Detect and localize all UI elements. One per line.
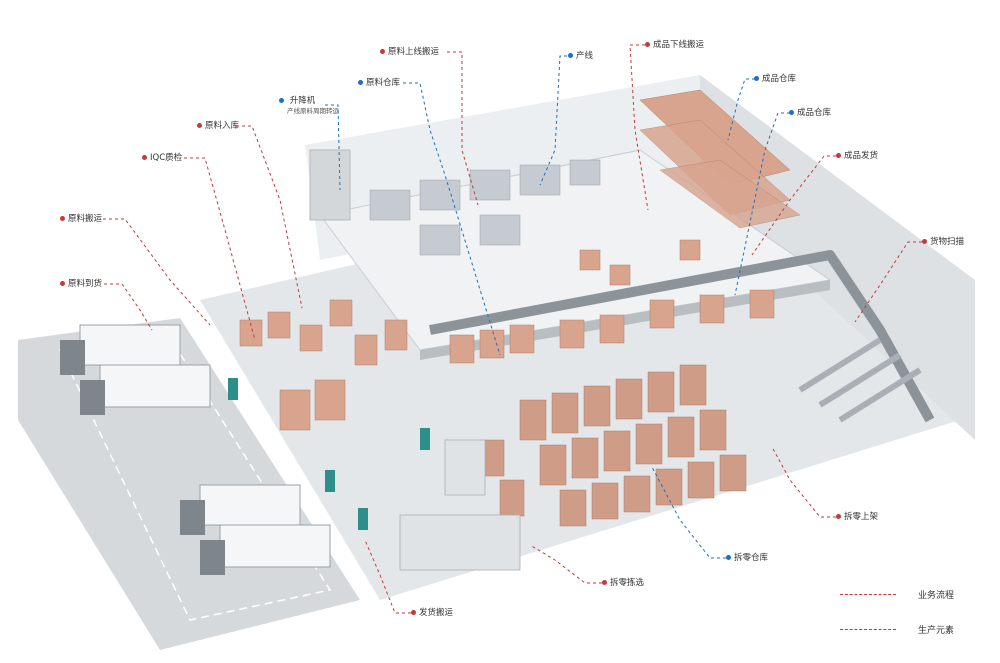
production-line-machines: [369, 159, 601, 256]
leader-line: [539, 55, 573, 186]
label-fg-ship-text: 成品发货: [844, 151, 879, 161]
label-raw-arrive: 原料到货: [60, 279, 102, 289]
legend-business-flow: 业务流程: [840, 588, 990, 601]
label-scan: 货物扫描: [922, 237, 964, 247]
label-raw-store: 原料仓库: [358, 78, 400, 88]
legend-business-flow-line: [840, 594, 896, 595]
leader-part-shelf: [771, 446, 836, 518]
leader-fg-ship: [751, 155, 836, 256]
label-ship-move: 发货搬运: [411, 608, 453, 618]
legend-production-element-text: 生产元素: [918, 626, 955, 636]
leader-scan: [854, 241, 922, 323]
label-fg-downline-text: 成品下线搬运: [653, 40, 705, 50]
leader-raw-upline: [447, 51, 479, 206]
label-part-pick-text: 拆零拣选: [610, 578, 645, 588]
label-scan-text: 货物扫描: [930, 237, 965, 247]
label-line-text: 产线: [576, 51, 594, 61]
leader-raw-arrive: [104, 283, 153, 331]
label-raw-arrive-text: 原料到货: [68, 279, 103, 289]
label-raw-in-text: 原料入库: [205, 121, 240, 131]
leader-part-store: [651, 466, 726, 559]
label-fg-store2: 成品仓库: [789, 108, 831, 118]
picking-shelves: [399, 439, 521, 571]
label-line: 产线: [568, 51, 593, 61]
label-raw-store-text: 原料仓库: [366, 78, 401, 88]
label-raw-move-text: 原料搬运: [68, 214, 103, 224]
label-part-pick: 拆零拣选: [602, 578, 644, 588]
label-raw-in: 原料入库: [197, 121, 239, 131]
label-raw-move: 原料搬运: [60, 214, 102, 224]
label-part-store: 拆零仓库: [726, 553, 768, 563]
label-part-shelf-text: 拆零上架: [844, 512, 879, 522]
label-lift-text: 升降机: [289, 96, 316, 106]
label-fg-store1-text: 成品仓库: [762, 74, 797, 84]
finished-goods-racks: [639, 89, 801, 229]
label-iqc-text: IQC质检: [150, 153, 183, 163]
label-fg-downline: 成品下线搬运: [645, 40, 704, 50]
leader-part-pick: [529, 544, 602, 584]
leader-iqc: [184, 157, 256, 341]
lift-shaft: [309, 149, 351, 221]
label-raw-upline: 原料上线搬运: [380, 47, 439, 57]
legend-business-flow-text: 业务流程: [918, 591, 955, 601]
label-iqc: IQC质检: [142, 153, 182, 163]
label-fg-store1: 成品仓库: [754, 74, 796, 84]
label-raw-upline-text: 原料上线搬运: [388, 47, 440, 57]
label-fg-store2-text: 成品仓库: [797, 108, 832, 118]
leader-ship-move: [364, 539, 411, 614]
label-lift-subtext: 产线原料周期转运: [287, 107, 339, 115]
conveyor-belt: [429, 250, 935, 423]
raw-material-stacks: [239, 299, 408, 431]
mezzanine-cargo: [449, 239, 775, 364]
delivery-trucks: [60, 324, 331, 575]
label-ship-move-text: 发货搬运: [419, 608, 454, 618]
label-fg-ship: 成品发货: [836, 151, 878, 161]
leader-raw-store: [403, 82, 501, 356]
leader-fg-store2: [734, 112, 790, 296]
label-part-store-text: 拆零仓库: [734, 553, 769, 563]
parts-storage-racks: [479, 364, 747, 527]
leader-raw-in: [236, 125, 303, 309]
label-part-shelf: 拆零上架: [836, 512, 878, 522]
forklifts: [228, 378, 430, 530]
sorting-chutes: [798, 337, 922, 423]
legend-production-element-line: [840, 629, 896, 630]
leader-raw-move: [103, 218, 211, 326]
label-lift: 升降机 产线原料周期转运: [279, 96, 339, 116]
legend-production-element: 生产元素: [840, 623, 990, 636]
dock-lane-lines: [58, 337, 332, 621]
leader-fg-downline: [629, 44, 649, 211]
